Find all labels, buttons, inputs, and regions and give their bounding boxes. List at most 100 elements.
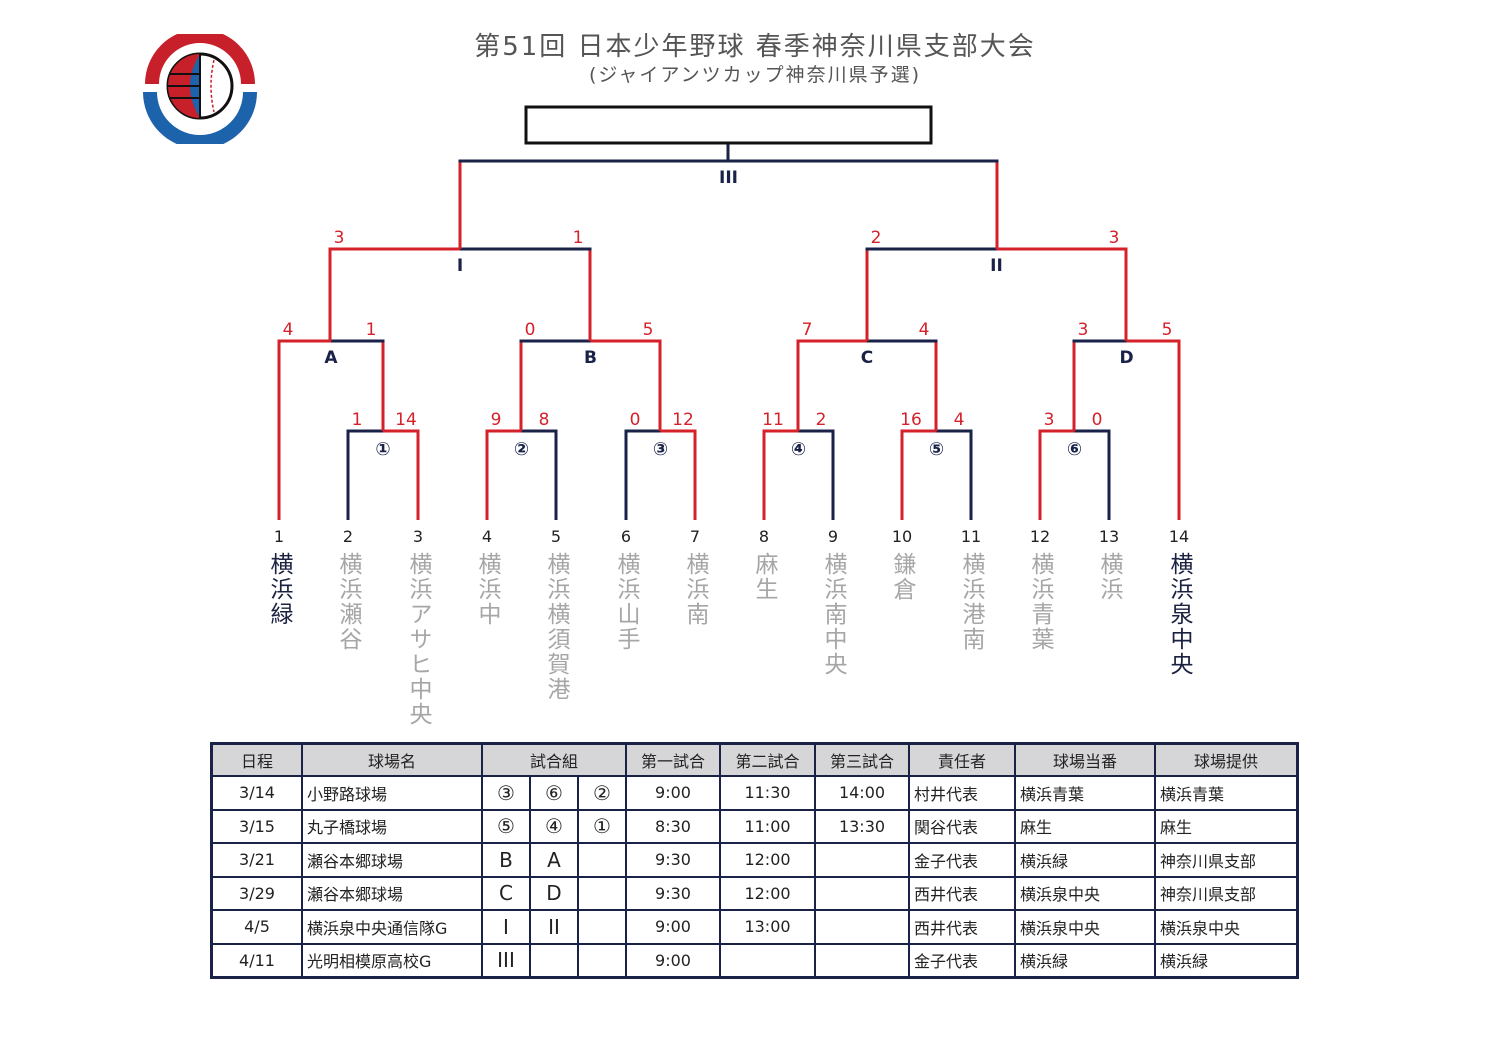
score-right: 1 xyxy=(366,320,377,340)
team-number: 2 xyxy=(342,527,354,546)
game-cell xyxy=(577,875,627,911)
score-right: 12 xyxy=(672,410,694,430)
match-label: ③ xyxy=(653,439,668,460)
host-cell: 麻生 xyxy=(1154,808,1299,844)
lead-cell: 関谷代表 xyxy=(908,808,1016,844)
page-subtitle: (ジャイアンツカップ神奈川県予選) xyxy=(588,64,922,86)
match-label: C xyxy=(861,348,873,368)
score-left: 7 xyxy=(802,320,813,340)
host-cell: 神奈川県支部 xyxy=(1154,875,1299,911)
match-label: ① xyxy=(375,439,390,460)
score-right: 2 xyxy=(816,410,827,430)
game-cell xyxy=(577,909,627,945)
match-label: ⑤ xyxy=(929,439,944,460)
date-cell: 3/14 xyxy=(210,775,303,811)
game3-time: 13:30 xyxy=(814,808,910,844)
score-right: 8 xyxy=(539,410,550,430)
team-number: 8 xyxy=(758,527,770,546)
lead-cell: 村井代表 xyxy=(908,775,1016,811)
match-label: ④ xyxy=(791,439,806,460)
game1-time: 8:30 xyxy=(625,808,721,844)
match-label: III xyxy=(719,168,738,188)
score-right: 5 xyxy=(643,320,654,340)
match-label: D xyxy=(1119,348,1133,368)
col-game2: 第二試合 xyxy=(719,742,816,777)
game2-time: 11:30 xyxy=(719,775,816,811)
score-right: 0 xyxy=(1092,410,1103,430)
venue-cell: 横浜泉中央通信隊G xyxy=(301,909,483,945)
match-label: A xyxy=(324,348,338,368)
team-number: 10 xyxy=(891,527,913,546)
schedule-table: 日程 球場名 試合組 第一試合 第二試合 第三試合 責任者 球場当番 球場提供 … xyxy=(210,742,1299,979)
game-cell: ④ xyxy=(529,808,579,844)
team-name: 横浜泉中央 xyxy=(1166,552,1192,677)
game-cell: A xyxy=(529,842,579,878)
col-games: 試合組 xyxy=(481,742,627,777)
score-right: 4 xyxy=(919,320,930,340)
game2-time: 13:00 xyxy=(719,909,816,945)
team-number: 9 xyxy=(827,527,839,546)
game3-time: 14:00 xyxy=(814,775,910,811)
game-cell: ① xyxy=(577,808,627,844)
host-cell: 神奈川県支部 xyxy=(1154,842,1299,878)
score-right: 14 xyxy=(395,410,417,430)
lead-cell: 金子代表 xyxy=(908,942,1016,979)
game-cell: ② xyxy=(577,775,627,811)
team-number: 6 xyxy=(620,527,632,546)
match-label: ⑥ xyxy=(1067,439,1082,460)
duty-cell: 横浜泉中央 xyxy=(1014,875,1156,911)
game-cell: I xyxy=(481,909,531,945)
page-title: 第51回 日本少年野球 春季神奈川県支部大会 xyxy=(474,32,1036,62)
team-number: 14 xyxy=(1168,527,1190,546)
team-name: 横浜港南 xyxy=(958,552,984,652)
game3-time xyxy=(814,909,910,945)
date-cell: 3/21 xyxy=(210,842,303,878)
game3-time xyxy=(814,842,910,878)
team-name: 横浜横須賀港 xyxy=(543,552,569,702)
team-number: 4 xyxy=(481,527,493,546)
score-right: 3 xyxy=(1109,228,1120,248)
col-duty: 球場当番 xyxy=(1014,742,1156,777)
game-cell xyxy=(577,942,627,979)
game2-time xyxy=(719,942,816,979)
game-cell: ⑥ xyxy=(529,775,579,811)
game1-time: 9:30 xyxy=(625,875,721,911)
team-number: 12 xyxy=(1029,527,1051,546)
game2-time: 12:00 xyxy=(719,842,816,878)
team-name: 横浜青葉 xyxy=(1027,552,1053,652)
duty-cell: 横浜緑 xyxy=(1014,842,1156,878)
venue-cell: 丸子橋球場 xyxy=(301,808,483,844)
score-left: 1 xyxy=(352,410,363,430)
game3-time xyxy=(814,875,910,911)
team-name: 横浜 xyxy=(1096,552,1122,602)
match-label: B xyxy=(584,348,597,368)
score-left: 2 xyxy=(871,228,882,248)
date-cell: 4/11 xyxy=(210,942,303,979)
team-name: 鎌倉 xyxy=(889,552,915,602)
score-left: 3 xyxy=(334,228,345,248)
boys-league-logo xyxy=(143,34,257,144)
team-name: 横浜アサヒ中央 xyxy=(405,552,431,727)
team-name: 横浜緑 xyxy=(266,552,292,627)
team-number: 1 xyxy=(273,527,285,546)
team-number: 7 xyxy=(689,527,701,546)
team-name: 横浜南 xyxy=(682,552,708,627)
schedule-row: 3/29 瀬谷本郷球場 C D 9:30 12:00 西井代表 横浜泉中央 神奈… xyxy=(210,875,1299,911)
col-date: 日程 xyxy=(210,742,303,777)
match-label: ② xyxy=(514,439,529,460)
score-right: 1 xyxy=(573,228,584,248)
match-label: II xyxy=(990,256,1003,276)
col-lead: 責任者 xyxy=(908,742,1016,777)
score-left: 0 xyxy=(525,320,536,340)
game1-time: 9:00 xyxy=(625,942,721,979)
team-number: 5 xyxy=(550,527,562,546)
score-right: 5 xyxy=(1162,320,1173,340)
col-game3: 第三試合 xyxy=(814,742,910,777)
date-cell: 3/29 xyxy=(210,875,303,911)
schedule-row: 3/14 小野路球場 ③ ⑥ ② 9:00 11:30 14:00 村井代表 横… xyxy=(210,775,1299,811)
score-right: 4 xyxy=(954,410,965,430)
schedule-row: 4/5 横浜泉中央通信隊G I II 9:00 13:00 西井代表 横浜泉中央… xyxy=(210,909,1299,945)
game-cell: II xyxy=(529,909,579,945)
